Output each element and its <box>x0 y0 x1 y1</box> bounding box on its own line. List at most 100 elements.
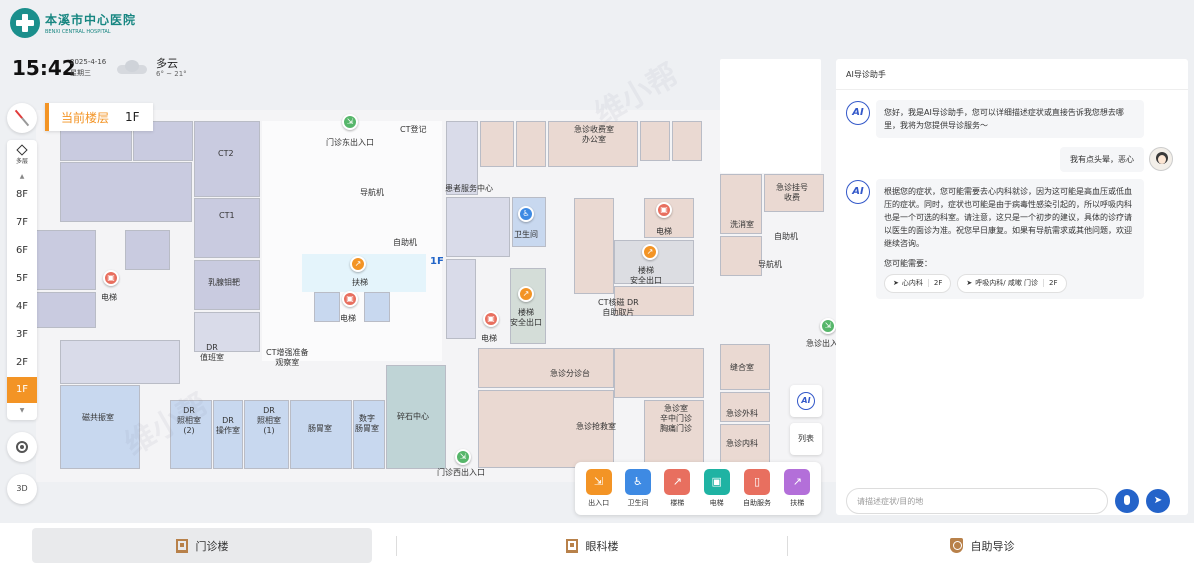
stairs-icon: ↗ <box>518 286 534 302</box>
escalator-icon: ↗ <box>350 256 366 272</box>
map-label-ct2: CT2 <box>218 149 234 158</box>
temperature-text: 6° ~ 21° <box>156 70 187 78</box>
voice-input-button[interactable] <box>1115 489 1139 513</box>
restroom-icon: ♿ <box>624 469 651 495</box>
stairs-icon: ↗ <box>664 469 691 495</box>
facility-self-service[interactable]: ▯ 自助服务 <box>743 469 771 508</box>
send-button[interactable]: ➤ <box>1146 489 1170 513</box>
hospital-name-en: BENXI CENTRAL HOSPITAL <box>45 29 111 35</box>
facility-escalator[interactable]: ↗ 扶梯 <box>784 469 811 508</box>
chat-input[interactable] <box>846 488 1108 514</box>
bottom-nav: 门诊楼 眼科楼 自助导诊 <box>0 523 1194 563</box>
map-label-selfserve2: 自助机 <box>774 232 798 241</box>
restroom-icon: ♿ <box>518 206 534 222</box>
hospital-name: 本溪市中心医院 <box>45 13 137 27</box>
elevator-icon: ▣ <box>483 311 499 327</box>
chat-title: AI导诊助手 <box>846 70 886 79</box>
map-label-mammo: 乳腺钼靶 <box>208 278 240 287</box>
chat-reply-text: 根据您的症状，您可能需要去心内科就诊，因为这可能是高血压或低血压的症状。同时，症… <box>884 187 1132 248</box>
shield-icon <box>949 538 963 553</box>
map-label-wash: 洗消室 <box>730 220 754 229</box>
elevator-icon: ▣ <box>342 291 358 307</box>
nav-separator <box>396 536 397 556</box>
tab-ophthalmology[interactable]: 眼科楼 <box>422 528 762 563</box>
current-floor-value: 1F <box>125 110 140 124</box>
floor-5f[interactable]: 5F <box>15 273 29 284</box>
user-avatar <box>1149 147 1173 171</box>
map-label-emergency-corridor: 急诊室 辛中门诊 胸痛门诊 <box>660 404 692 433</box>
facility-restroom[interactable]: ♿ 卫生间 <box>624 469 651 508</box>
ai-icon: AI <box>797 391 815 410</box>
list-button[interactable]: 列表 <box>790 423 822 455</box>
floor-selector: 多层 ▲ 8F 7F 6F 5F 4F 3F 2F 1F ▼ <box>7 140 37 420</box>
stairs-icon: ↗ <box>642 244 658 260</box>
ai-assistant-button[interactable]: AI <box>790 385 822 417</box>
building-icon <box>565 538 578 553</box>
facility-stairs[interactable]: ↗ 楼梯 <box>664 469 691 508</box>
map-label-stone: 碎石中心 <box>397 412 429 421</box>
floor-2f[interactable]: 2F <box>15 357 29 368</box>
facility-bar: ⇲ 出入口 ♿ 卫生间 ↗ 楼梯 ▣ 电梯 ▯ 自助服务 ↗ 扶梯 <box>575 462 821 515</box>
escalator-icon: ↗ <box>784 469 811 495</box>
exit-icon: ⇲ <box>820 318 836 334</box>
locate-button[interactable] <box>7 432 37 462</box>
navigate-arrow-icon: ➤ <box>966 279 973 287</box>
send-icon: ➤ <box>1153 495 1163 506</box>
navigate-arrow-icon: ➤ <box>893 279 899 287</box>
map-label-digital-gastro: 数字 肠胃室 <box>355 414 379 433</box>
floor-down-icon[interactable]: ▼ <box>19 407 25 414</box>
watermark: 维小帮 <box>119 387 215 463</box>
map-label-elevator1: 电梯 <box>340 314 356 323</box>
elevator-icon: ▣ <box>656 202 672 218</box>
facility-elevator[interactable]: ▣ 电梯 <box>703 469 730 508</box>
exit-icon: ⇲ <box>342 114 358 130</box>
map-label-ct-dr: CT核磁 DR 自助取片 <box>598 298 639 317</box>
map-floor-marker: 1F <box>430 256 444 267</box>
map-label-west-exit: 门诊西出入口 <box>437 468 485 477</box>
map-label-patient-service: 患者服务中心 <box>445 184 493 193</box>
elevator-icon: ▣ <box>703 469 730 495</box>
view-3d-button[interactable]: 3D <box>7 474 37 504</box>
floor-7f[interactable]: 7F <box>15 217 29 228</box>
map-label-emergency-desk: 急诊分诊台 <box>550 369 590 378</box>
ai-avatar: AI <box>846 180 870 204</box>
map-label-dr-reading: DR 值班室 <box>200 343 224 362</box>
map-label-elevator3: 电梯 <box>656 227 672 236</box>
map-label-restroom: 卫生间 <box>514 230 538 239</box>
chat-message-user: 我有点头晕，恶心 <box>1060 147 1144 172</box>
exit-icon: ⇲ <box>585 469 612 495</box>
map-label-emergency-rescue: 急诊抢救室 <box>576 422 616 431</box>
compass-button[interactable] <box>7 103 37 133</box>
map-label-elevator4: 电梯 <box>481 334 497 343</box>
ai-chat-panel: AI导诊助手 AI 您好，我是AI导诊助手，您可以详细描述症状或直接告诉我您想去… <box>836 59 1188 515</box>
map-label-stairs-exit2: 楼梯 安全出口 <box>510 308 542 327</box>
map-label-stairs-exit1: 楼梯 安全出口 <box>630 266 662 285</box>
facility-exit[interactable]: ⇲ 出入口 <box>585 469 612 508</box>
map-label-selfserve: 自助机 <box>393 238 417 247</box>
weather-text: 多云 <box>156 57 178 70</box>
multi-floor-toggle[interactable]: 多层 <box>7 144 37 165</box>
elevator-icon: ▣ <box>103 270 119 286</box>
floor-8f[interactable]: 8F <box>15 189 29 200</box>
tab-self-guide[interactable]: 自助导诊 <box>812 528 1152 563</box>
map-label-guide1: 导航机 <box>360 188 384 197</box>
nav-separator <box>787 536 788 556</box>
weekday-text: 星期三 <box>70 69 91 77</box>
floor-4f[interactable]: 4F <box>15 301 29 312</box>
map-label-guide2: 导航机 <box>758 260 782 269</box>
floor-up-icon[interactable]: ▲ <box>19 173 25 180</box>
map-label-escalator: 扶梯 <box>352 278 368 287</box>
floor-1f[interactable]: 1F <box>7 377 37 403</box>
floor-6f[interactable]: 6F <box>15 245 29 256</box>
exit-icon: ⇲ <box>455 449 471 465</box>
tab-outpatient[interactable]: 门诊楼 <box>32 528 372 563</box>
floor-3f[interactable]: 3F <box>15 329 29 340</box>
hospital-logo-icon <box>10 8 40 38</box>
current-floor-label: 当前楼层 <box>61 110 110 125</box>
map-label-elevator2: 电梯 <box>101 293 117 302</box>
layers-icon <box>16 144 28 156</box>
hospital-logo: 本溪市中心医院 BENXI CENTRAL HOSPITAL <box>10 8 136 38</box>
map-label-east-exit: 门诊东出入口 <box>326 138 374 147</box>
